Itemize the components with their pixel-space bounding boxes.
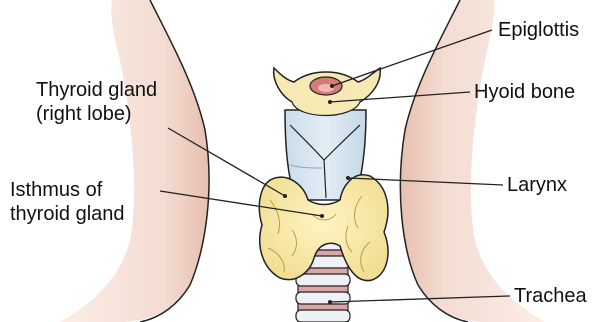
- label-hyoid-bone: Hyoid bone: [474, 80, 575, 104]
- neck-right-side: [400, 0, 545, 322]
- neck-left-side: [60, 0, 209, 322]
- label-larynx: Larynx: [507, 173, 567, 197]
- label-epiglottis: Epiglottis: [498, 18, 579, 42]
- label-isthmus: Isthmus of thyroid gland: [10, 178, 125, 226]
- label-trachea: Trachea: [514, 284, 587, 308]
- label-thyroid-right-lobe: Thyroid gland (right lobe): [36, 78, 157, 126]
- label-thyroid-right-lobe-line2: (right lobe): [36, 102, 157, 126]
- label-isthmus-line2: thyroid gland: [10, 202, 125, 226]
- label-thyroid-right-lobe-line1: Thyroid gland: [36, 78, 157, 102]
- label-isthmus-line1: Isthmus of: [10, 178, 125, 202]
- epiglottis: [310, 77, 342, 95]
